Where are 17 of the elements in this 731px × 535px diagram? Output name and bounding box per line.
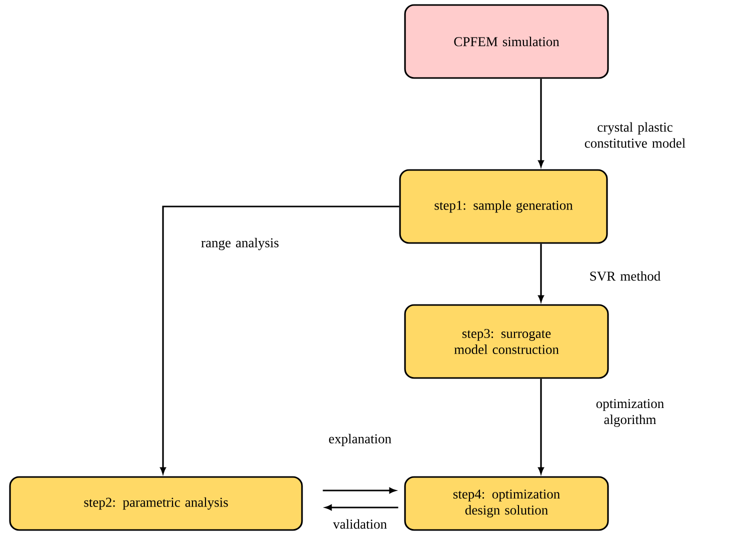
edge-label: explanation <box>329 434 392 446</box>
arrow <box>538 378 544 474</box>
edge-label: SVR method <box>590 271 660 281</box>
arrow <box>160 206 400 474</box>
process-box: step1: sample generation <box>399 169 608 244</box>
process-box: step4: optimization design solution <box>404 476 609 531</box>
edge-label: range analysis <box>201 238 278 250</box>
edge-label: crystal plastic constitutive model <box>584 122 686 148</box>
edge-label: validation <box>333 519 387 529</box>
process-box: CPFEM simulation <box>404 4 609 79</box>
arrow <box>538 244 544 302</box>
edge-label: optimization algorithm <box>596 399 664 427</box>
process-box: step3: surrogate model construction <box>404 304 609 379</box>
arrow <box>538 78 544 167</box>
arrow <box>325 504 398 510</box>
process-box: step2: parametric analysis <box>9 476 303 531</box>
arrow <box>322 488 396 494</box>
